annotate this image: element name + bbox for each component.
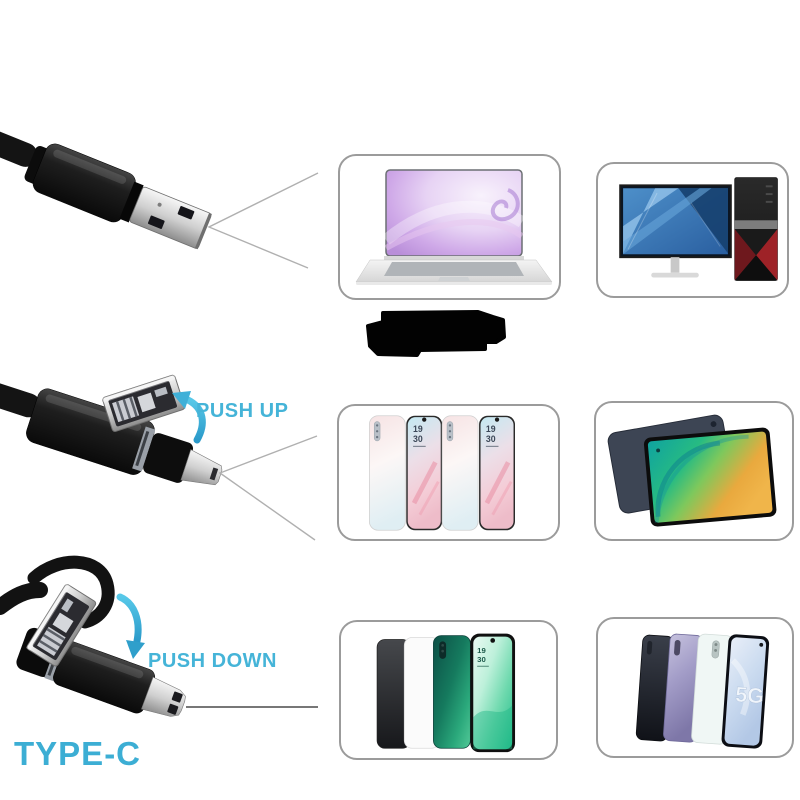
clock-hour: 19 bbox=[413, 424, 423, 434]
type-c-cable-loop bbox=[27, 555, 115, 629]
phone-front: 19 30 bbox=[406, 415, 443, 531]
device-box-desktop bbox=[596, 162, 789, 298]
green-phones-illustration: 19 30 bbox=[376, 633, 516, 753]
type-c-label: TYPE-C bbox=[14, 735, 142, 772]
phone-front: 19 30 bbox=[479, 415, 515, 531]
push-down-label: PUSH DOWN bbox=[148, 650, 277, 672]
clock-hour: 19 bbox=[486, 424, 496, 434]
push-up-arrow-icon bbox=[172, 391, 206, 444]
laptop-illustration bbox=[355, 169, 553, 285]
clock-hour: 19 bbox=[477, 646, 486, 655]
device-box-tablet bbox=[594, 401, 794, 541]
device-box-laptop bbox=[338, 154, 561, 300]
monitor-stand bbox=[670, 257, 680, 273]
device-box-phones-green: 19 30 bbox=[339, 620, 558, 760]
phone-back-green bbox=[433, 635, 471, 749]
tablet-front bbox=[643, 427, 777, 527]
usb-a-connector bbox=[0, 124, 212, 250]
pointer-lines-row2 bbox=[218, 435, 318, 541]
redacted-text-blob bbox=[366, 310, 506, 357]
clock-minute: 30 bbox=[486, 434, 496, 444]
micro-usb-cable bbox=[0, 374, 41, 418]
device-box-phones-pastel: 19 30 19 30 bbox=[337, 404, 560, 541]
clock-minute: 30 bbox=[413, 434, 423, 444]
usb-a-cable bbox=[0, 124, 38, 167]
push-down-arrow-icon bbox=[116, 593, 145, 659]
5g-badge: 5G bbox=[735, 682, 765, 708]
phone-front: 19 30 bbox=[470, 633, 516, 753]
5g-phones-illustration: 5G bbox=[635, 633, 770, 749]
type-c-connector bbox=[0, 555, 186, 717]
clock-minute: 30 bbox=[477, 655, 486, 664]
pc-tower bbox=[734, 177, 778, 281]
desktop-pc-illustration bbox=[619, 177, 778, 281]
phone-back bbox=[441, 415, 479, 531]
micro-usb-connector bbox=[0, 374, 223, 486]
tablet-illustration bbox=[607, 414, 777, 527]
pointer-lines-row1 bbox=[207, 172, 319, 269]
phone-back bbox=[368, 415, 406, 531]
phone-back-white bbox=[691, 633, 734, 745]
phone-front: 5G bbox=[721, 634, 770, 749]
device-box-phones-5g: 5G bbox=[596, 617, 794, 758]
push-up-label: PUSH UP bbox=[196, 400, 289, 422]
pastel-phones-illustration: 19 30 19 30 bbox=[368, 415, 515, 531]
